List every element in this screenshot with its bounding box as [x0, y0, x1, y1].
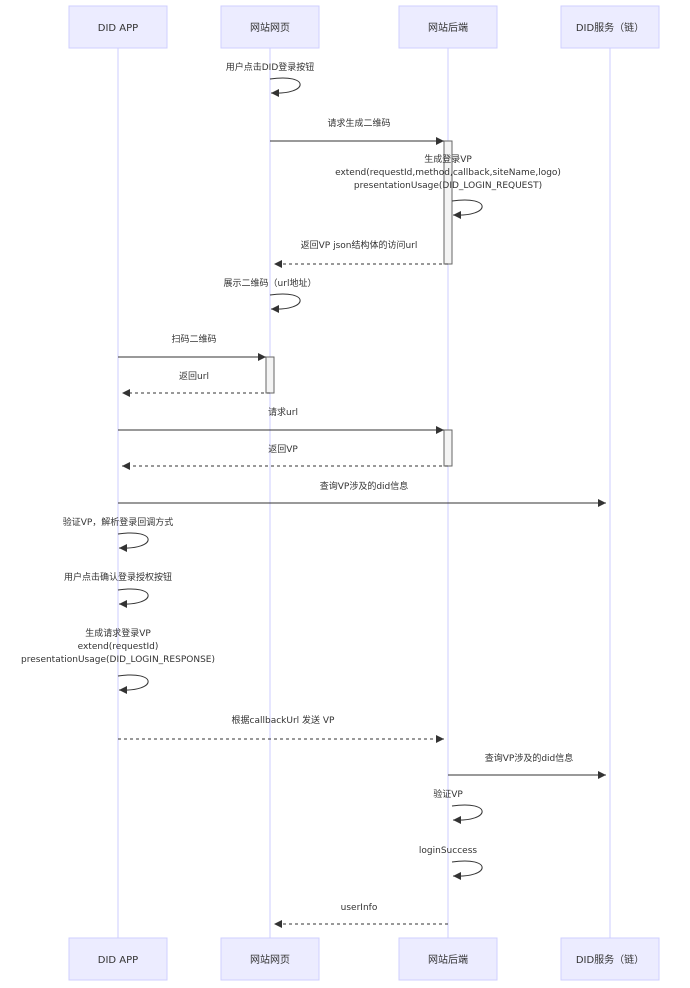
message-label: 查询VP涉及的did信息 — [320, 480, 409, 492]
arrow-head — [453, 816, 461, 824]
message-9: 返回VP — [122, 443, 448, 470]
message-15: 查询VP涉及的did信息 — [448, 752, 606, 779]
message-label: 查询VP涉及的did信息 — [485, 752, 574, 764]
message-line — [117, 588, 149, 605]
message-8: 请求url — [118, 406, 444, 434]
participant-label: 网站网页 — [250, 953, 290, 966]
participant-label: DID服务（链） — [576, 21, 644, 34]
arrow-head — [122, 462, 130, 470]
message-label: 生成请求登录VP — [85, 627, 151, 639]
participant-web-top: 网站网页 — [220, 5, 320, 49]
message-label: extend(requestId,method,callback,siteNam… — [335, 168, 561, 178]
participant-label: DID APP — [98, 955, 138, 966]
participant-box — [220, 5, 320, 49]
message-4: 返回VP json结构体的访问url — [274, 239, 448, 268]
message-label: 展示二维码（url地址） — [224, 277, 317, 289]
message-label: 请求url — [268, 406, 298, 418]
participant-app-top: DID APP — [68, 5, 168, 49]
message-label: 返回url — [179, 370, 209, 382]
message-18: userInfo — [274, 903, 448, 928]
arrow-head — [258, 353, 266, 361]
participant-backend-top: 网站后端 — [398, 5, 498, 49]
arrow-head — [436, 735, 444, 743]
participant-chain-top: DID服务（链） — [560, 5, 660, 49]
message-5: 展示二维码（url地址） — [224, 277, 317, 313]
message-label: 用户点击DID登录按钮 — [226, 61, 315, 73]
participant-label: DID服务（链） — [576, 953, 644, 966]
message-label: presentationUsage(DID_LOGIN_REQUEST) — [354, 181, 542, 191]
participant-label: DID APP — [98, 23, 138, 34]
message-label: 根据callbackUrl 发送 VP — [232, 714, 336, 726]
message-12: 用户点击确认登录授权按钮 — [64, 571, 172, 608]
arrow-head — [271, 305, 279, 313]
message-label: 验证VP — [433, 788, 463, 800]
arrow-head — [122, 389, 130, 397]
participant-box — [68, 5, 168, 49]
message-3: 生成登录VP extend(requestId,method,callback,s… — [335, 153, 561, 219]
arrow-head — [436, 137, 444, 145]
participant-box — [68, 937, 168, 981]
message-line — [451, 860, 483, 877]
message-line — [269, 77, 301, 94]
message-13: 生成请求登录VP extend(requestId) presentationUsa… — [21, 627, 215, 694]
message-line — [269, 293, 301, 310]
activation-backend-url — [443, 429, 453, 467]
participant-label: 网站后端 — [428, 21, 468, 34]
arrow-head — [274, 920, 282, 928]
message-label: 验证VP，解析登录回调方式 — [63, 516, 174, 528]
message-label: 返回VP json结构体的访问url — [301, 239, 418, 251]
message-1: 用户点击DID登录按钮 — [226, 61, 315, 97]
message-6: 扫码二维码 — [118, 333, 266, 361]
participant-app-bottom: DID APP — [68, 937, 168, 981]
arrow-head — [453, 211, 461, 219]
message-label: loginSuccess — [419, 846, 477, 856]
participant-box — [560, 937, 660, 981]
message-label: 返回VP — [268, 443, 298, 455]
participant-box — [220, 937, 320, 981]
message-7: 返回url — [122, 370, 270, 397]
participant-label: 网站网页 — [250, 21, 290, 34]
participant-box — [398, 937, 498, 981]
message-label: 请求生成二维码 — [327, 117, 390, 129]
message-line — [451, 199, 483, 216]
message-2: 请求生成二维码 — [270, 117, 444, 145]
message-label: extend(requestId) — [78, 642, 159, 652]
arrow-head — [119, 600, 127, 608]
activation-web-scan — [265, 356, 275, 394]
message-11: 验证VP，解析登录回调方式 — [63, 516, 174, 552]
arrow-head — [598, 499, 606, 507]
message-17: loginSuccess — [419, 846, 483, 880]
participant-web-bottom: 网站网页 — [220, 937, 320, 981]
message-label: presentationUsage(DID_LOGIN_RESPONSE) — [21, 655, 215, 665]
message-label: 生成登录VP — [424, 153, 472, 165]
message-label: 用户点击确认登录授权按钮 — [64, 571, 172, 583]
message-16: 验证VP — [433, 788, 483, 824]
participant-chain-bottom: DID服务（链） — [560, 937, 660, 981]
arrow-head — [598, 771, 606, 779]
message-10: 查询VP涉及的did信息 — [118, 480, 606, 507]
arrow-head — [119, 686, 127, 694]
message-label: userInfo — [341, 903, 378, 913]
arrow-head — [271, 89, 279, 97]
arrow-head — [453, 872, 461, 880]
message-line — [117, 532, 149, 549]
message-line — [117, 674, 149, 691]
arrow-head — [274, 260, 282, 268]
participant-label: 网站后端 — [428, 953, 468, 966]
participant-box — [398, 5, 498, 49]
arrow-head — [436, 426, 444, 434]
message-14: 根据callbackUrl 发送 VP — [118, 714, 444, 743]
message-line — [451, 804, 483, 821]
participant-box — [560, 5, 660, 49]
participant-backend-bottom: 网站后端 — [398, 937, 498, 981]
message-label: 扫码二维码 — [171, 333, 216, 345]
arrow-head — [119, 544, 127, 552]
